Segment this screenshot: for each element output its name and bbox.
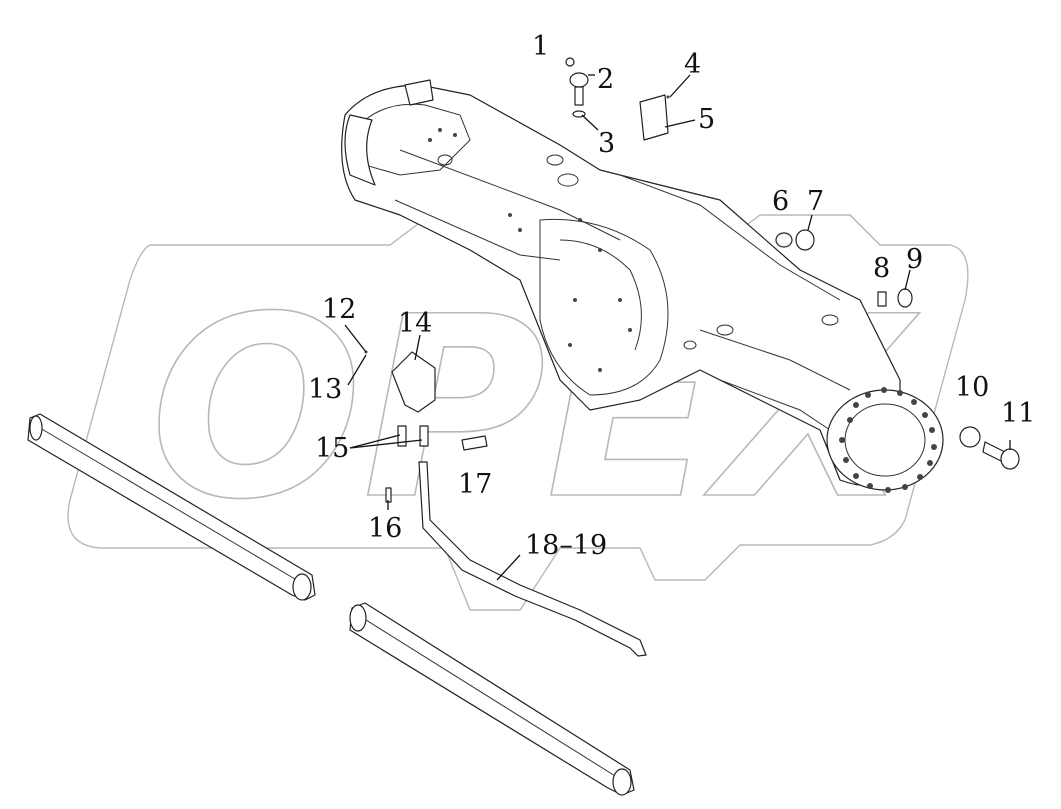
- part-6-washer: [775, 232, 793, 248]
- part-2-bolt-shank: [574, 86, 584, 106]
- part-16-pin: [385, 487, 392, 503]
- label-13: 13: [308, 374, 342, 405]
- drive-shafts: [27, 413, 635, 796]
- label-14: 14: [398, 308, 432, 339]
- part-1-ball: [565, 57, 575, 67]
- label-9: 9: [906, 244, 923, 275]
- part-14-bracket: [391, 351, 436, 413]
- part-17-sleeve: [461, 435, 488, 451]
- part-9-nut: [897, 288, 913, 308]
- label-17: 17: [458, 469, 492, 500]
- label-15: 15: [315, 433, 349, 464]
- part-8-pin: [877, 291, 887, 307]
- part-5-plate: [639, 94, 669, 141]
- label-12: 12: [322, 294, 356, 325]
- label-5: 5: [698, 104, 715, 135]
- axle-housing: [341, 79, 944, 493]
- upper-drive-shaft: [27, 413, 316, 601]
- label-1: 1: [532, 31, 549, 62]
- part-15-pin-b: [419, 425, 429, 447]
- label-4: 4: [684, 49, 701, 80]
- label-18-19: 18–19: [525, 530, 607, 561]
- part-2-bolt-head: [569, 72, 589, 88]
- label-3: 3: [598, 128, 615, 159]
- part-10-washer: [959, 426, 981, 448]
- label-7: 7: [807, 186, 824, 217]
- part-labels: 1 2 3 4 5 6 7 8 9 10 11 12 13 14 15 16 1…: [308, 31, 1035, 561]
- label-11: 11: [1001, 398, 1035, 429]
- label-2: 2: [597, 64, 614, 95]
- part-7-nut: [795, 229, 815, 251]
- label-10: 10: [955, 372, 989, 403]
- leader-lines: [344, 74, 1011, 581]
- label-8: 8: [873, 253, 890, 284]
- label-16: 16: [368, 513, 402, 544]
- label-6: 6: [772, 186, 789, 217]
- part-18-19-rod: [418, 461, 647, 657]
